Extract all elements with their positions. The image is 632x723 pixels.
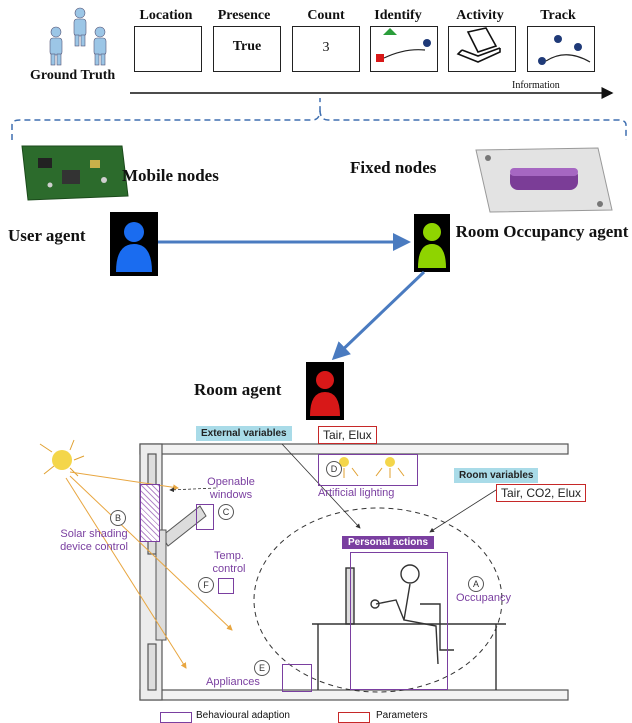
arrow-room-vars-to-personal bbox=[429, 489, 497, 533]
occupancy-label: Occupancy bbox=[456, 592, 512, 604]
occupant-frame bbox=[350, 552, 448, 690]
laptop-icon bbox=[456, 27, 501, 63]
room-variables-tag: Room variables bbox=[454, 468, 539, 483]
shading-device bbox=[140, 484, 160, 542]
mobile-nodes-label: Mobile nodes bbox=[122, 166, 219, 185]
mark-f: F bbox=[198, 577, 214, 593]
mark-d: D bbox=[326, 461, 342, 477]
fixed-node-enclosure-image bbox=[475, 147, 613, 213]
room-occupancy-agent-icon bbox=[414, 214, 450, 272]
external-variables-tag: External variables bbox=[196, 426, 292, 441]
arrow-occupancy-to-room bbox=[331, 270, 426, 361]
track-drawing bbox=[538, 35, 591, 65]
openable-window-sash bbox=[155, 505, 207, 641]
legend-behavioural-label: Behavioural adaption bbox=[196, 710, 290, 721]
solar-shading-label: Solar shading device control bbox=[60, 528, 128, 553]
presence-value: True bbox=[232, 39, 262, 54]
presence-title: Presence bbox=[217, 8, 271, 23]
count-box: 3 bbox=[292, 26, 360, 72]
ground-truth-label: Ground Truth bbox=[30, 68, 116, 83]
sunlight-rays bbox=[65, 471, 233, 669]
location-title: Location bbox=[139, 8, 193, 23]
mark-b: B bbox=[110, 510, 126, 526]
count-title: Count bbox=[307, 8, 345, 23]
sun-icon bbox=[39, 439, 85, 477]
identify-box bbox=[370, 26, 438, 72]
room-agent-icon bbox=[306, 362, 344, 420]
artificial-lighting-label: Artificial lighting bbox=[318, 487, 395, 499]
mobile-node-pcb-image bbox=[21, 145, 129, 201]
legend-behavioural-swatch bbox=[160, 712, 192, 723]
fixed-nodes-label: Fixed nodes bbox=[350, 158, 437, 177]
appliances-label: Appliances bbox=[206, 676, 260, 688]
track-title: Track bbox=[540, 8, 576, 23]
mark-c: C bbox=[218, 504, 234, 520]
openable-windows-label: Openable windows bbox=[207, 476, 255, 501]
arrow-external-to-personal bbox=[281, 443, 361, 529]
personal-actions-tag: Personal actions bbox=[342, 536, 435, 549]
external-params-box: Tair, Elux bbox=[318, 426, 377, 444]
mark-e: E bbox=[254, 660, 270, 676]
appliance-icon bbox=[282, 664, 312, 692]
arrow-window-to-sash bbox=[169, 487, 217, 493]
ground-truth-people-icon bbox=[49, 7, 107, 66]
lighting-frame bbox=[318, 454, 418, 486]
presence-box: True bbox=[213, 26, 281, 72]
room-occupancy-agent-label: Room Occupancy agent bbox=[455, 222, 629, 241]
identify-drawing bbox=[376, 28, 431, 62]
room-agent-label: Room agent bbox=[194, 380, 282, 399]
thermostat-icon bbox=[218, 578, 234, 594]
legend-parameters-label: Parameters bbox=[376, 710, 428, 721]
dashed-brace bbox=[11, 98, 627, 140]
window-frame bbox=[196, 504, 214, 530]
user-agent-label: User agent bbox=[8, 226, 86, 245]
room-params-box: Tair, CO2, Elux bbox=[496, 484, 587, 502]
identify-title: Identify bbox=[374, 8, 422, 23]
occupancy-zone bbox=[253, 507, 503, 693]
activity-box bbox=[448, 26, 516, 72]
mark-a: A bbox=[468, 576, 484, 592]
temp-control-label: Temp. control bbox=[212, 550, 246, 575]
count-value: 3 bbox=[322, 40, 330, 55]
activity-title: Activity bbox=[456, 8, 504, 23]
user-agent-icon bbox=[110, 212, 158, 276]
information-axis-label: Information bbox=[512, 80, 560, 91]
legend-parameters-swatch bbox=[338, 712, 370, 723]
location-box bbox=[134, 26, 202, 72]
track-box bbox=[527, 26, 595, 72]
